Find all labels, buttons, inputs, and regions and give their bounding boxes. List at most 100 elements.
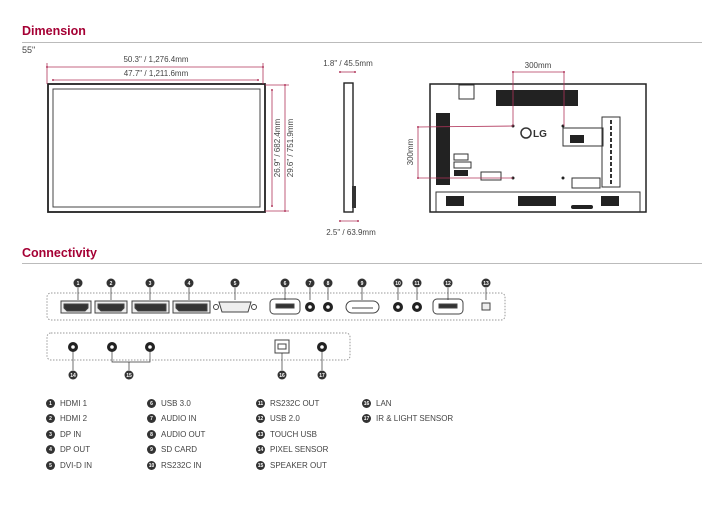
inner-height-label: 26.9" / 682.4mm — [273, 118, 282, 177]
port-number: 4 — [188, 281, 191, 287]
vesa-vertical-label: 300mm — [406, 138, 415, 165]
port-number: 17 — [319, 373, 325, 379]
port-label: DVI-D IN — [60, 461, 92, 470]
port-number: 4 — [46, 445, 55, 454]
port-number: 14 — [256, 445, 265, 454]
port-label: DP OUT — [60, 445, 91, 454]
legend-item: 12 USB 2.0 — [256, 414, 300, 423]
vesa-horizontal-label: 300mm — [525, 61, 552, 70]
legend-item: 15 SPEAKER OUT — [256, 461, 327, 470]
port-number: 11 — [414, 281, 420, 287]
port-label: IR & LIGHT SENSOR — [376, 414, 454, 423]
port-number: 13 — [256, 430, 265, 439]
port-number-marker: 1 — [73, 278, 83, 300]
port-number: 8 — [327, 281, 330, 287]
port-label: USB 2.0 — [270, 414, 300, 423]
port-label: RS232C OUT — [270, 399, 320, 408]
port-number: 11 — [256, 399, 265, 408]
port-number-marker: 4 — [184, 278, 194, 300]
legend-item: 8 AUDIO OUT — [147, 430, 205, 439]
port-number: 7 — [309, 281, 312, 287]
side-view: 1.8" / 45.5mm 2.5" / 63.9mm — [323, 59, 376, 237]
lg-logo: LG — [533, 129, 547, 140]
inner-width-label: 47.7" / 1,211.6mm — [124, 69, 189, 78]
port-number: 16 — [279, 373, 285, 379]
port-number: 13 — [483, 281, 489, 287]
port-number: 10 — [395, 281, 401, 287]
port-number: 15 — [126, 373, 132, 379]
port-number-marker: 9 — [357, 278, 367, 300]
port-label: TOUCH USB — [270, 430, 317, 439]
legend-item: 13 TOUCH USB — [256, 430, 317, 439]
port-number: 17 — [362, 414, 371, 423]
port-number-marker: 2 — [106, 278, 116, 300]
port-label: SPEAKER OUT — [270, 461, 327, 470]
port-number-marker: 10 — [393, 278, 403, 300]
port-number: 5 — [234, 281, 237, 287]
port-number: 10 — [147, 461, 156, 470]
legend-item: 4 DP OUT — [46, 445, 90, 454]
port-number: 1 — [77, 281, 80, 287]
port-number-marker: 14 — [68, 370, 78, 380]
port-number-marker: 3 — [145, 278, 155, 300]
port-number-marker: 17 — [317, 370, 327, 380]
port-label: USB 3.0 — [161, 399, 191, 408]
legend-item: 6 USB 3.0 — [147, 399, 191, 408]
port-panel-bottom — [46, 332, 351, 370]
port-number: 2 — [110, 281, 113, 287]
outer-height-label: 29.6" / 751.9mm — [286, 118, 295, 177]
dimension-heading: Dimension — [22, 24, 86, 38]
port-label: HDMI 1 — [60, 399, 88, 408]
port-number-marker: 11 — [412, 278, 422, 300]
port-label: DP IN — [60, 430, 82, 439]
port-number-marker: 6 — [280, 278, 290, 300]
divider — [22, 42, 702, 43]
port-label: AUDIO OUT — [161, 430, 206, 439]
port-number-marker: 5 — [230, 278, 240, 300]
port-number: 14 — [70, 373, 76, 379]
screen-size: 55" — [22, 45, 36, 55]
port-number: 12 — [445, 281, 451, 287]
port-number: 3 — [46, 430, 55, 439]
legend-item: 11 RS232C OUT — [256, 399, 319, 408]
connectivity-heading: Connectivity — [22, 246, 98, 260]
port-number: 15 — [256, 461, 265, 470]
port-label: LAN — [376, 399, 392, 408]
port-number: 7 — [147, 414, 156, 423]
port-label: SD CARD — [161, 445, 198, 454]
top-depth-label: 1.8" / 45.5mm — [323, 59, 373, 68]
legend-item: 14 PIXEL SENSOR — [256, 445, 328, 454]
bottom-depth-label: 2.5" / 63.9mm — [326, 228, 376, 237]
port-number-marker: 7 — [305, 278, 315, 300]
legend-item: 9 SD CARD — [147, 445, 197, 454]
port-number-marker: 15 — [124, 370, 134, 380]
port-panel-top — [46, 292, 506, 321]
port-number: 12 — [256, 414, 265, 423]
port-number: 16 — [362, 399, 371, 408]
port-label: RS232C IN — [161, 461, 202, 470]
legend-item: 3 DP IN — [46, 430, 81, 439]
port-number: 9 — [147, 445, 156, 454]
port-number: 1 — [46, 399, 55, 408]
legend-item: 16 LAN — [362, 399, 392, 408]
port-number-marker: 12 — [443, 278, 453, 300]
port-number: 6 — [284, 281, 287, 287]
legend-item: 10 RS232C IN — [147, 461, 201, 470]
port-label: PIXEL SENSOR — [270, 445, 329, 454]
legend-item: 17 IR & LIGHT SENSOR — [362, 414, 453, 423]
divider — [22, 263, 702, 264]
back-view: LG 300mm 300mm — [406, 61, 647, 213]
port-number-marker: 13 — [481, 278, 491, 300]
port-number: 5 — [46, 461, 55, 470]
legend-item: 1 HDMI 1 — [46, 399, 87, 408]
outer-width-label: 50.3" / 1,276.4mm — [123, 55, 188, 64]
port-number: 6 — [147, 399, 156, 408]
port-number: 2 — [46, 414, 55, 423]
front-view: 50.3" / 1,276.4mm 47.7" / 1,211.6mm 26.9… — [46, 55, 295, 213]
port-number: 8 — [147, 430, 156, 439]
port-number: 9 — [361, 281, 364, 287]
